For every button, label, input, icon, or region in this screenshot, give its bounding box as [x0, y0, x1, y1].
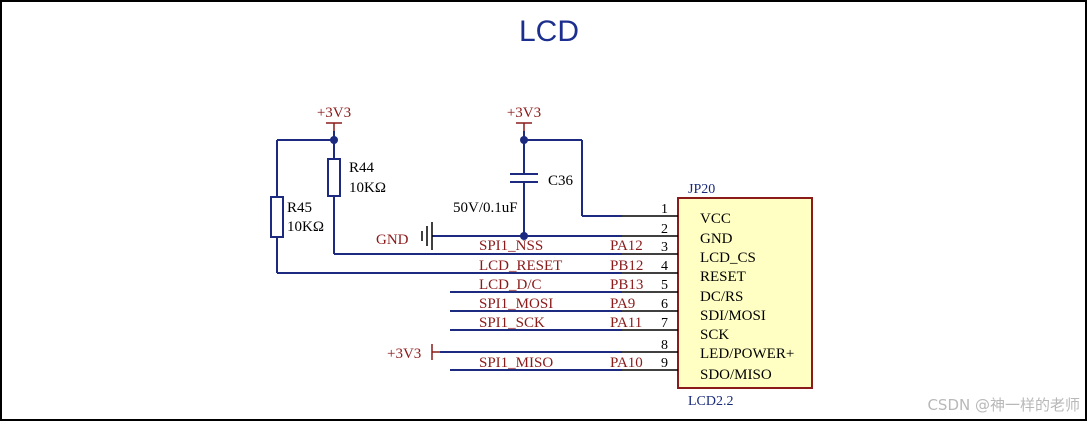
c36-value: 50V/0.1uF	[453, 200, 518, 216]
junction-gnd	[520, 232, 528, 240]
ground-symbol	[421, 222, 433, 250]
r44-value: 10KΩ	[349, 180, 386, 196]
connector-designator: JP20	[688, 182, 715, 197]
pin-name-4: RESET	[700, 269, 746, 285]
resistor-r44	[327, 158, 341, 197]
pin-name-6: SDI/MOSI	[700, 308, 766, 324]
pin-name-7: SCK	[700, 327, 729, 343]
watermark: CSDN @神一样的老师	[927, 396, 1080, 414]
port-label-pin6: PA9	[610, 296, 635, 312]
connector-pin-stubs	[622, 215, 678, 371]
pin-number-1: 1	[661, 202, 668, 217]
power-label-c36: +3V3	[507, 105, 541, 121]
port-label-pin9: PA10	[610, 355, 643, 371]
pin-name-1: VCC	[700, 211, 731, 227]
power-symbol-c36: +3V3	[507, 105, 541, 131]
port-label-pin5: PB13	[610, 277, 643, 293]
pin-number-2: 2	[661, 222, 668, 237]
net-label-pin6: SPI1_MOSI	[479, 296, 553, 312]
connector-jp20-body	[677, 197, 813, 389]
power-symbol-r44: +3V3	[317, 105, 351, 131]
pin-number-8: 8	[661, 338, 668, 353]
pin-number-7: 7	[661, 316, 668, 331]
r44-designator: R44	[349, 160, 375, 176]
pin-number-6: 6	[661, 297, 668, 312]
pin-number-5: 5	[661, 278, 668, 293]
sheet-title: LCD	[519, 15, 579, 48]
r45-value: 10KΩ	[287, 219, 324, 235]
junction-r44-top	[330, 136, 338, 144]
net-label-pin3: SPI1_NSS	[479, 238, 543, 254]
power-symbol-pin8	[431, 344, 440, 360]
power-label-r44: +3V3	[317, 105, 351, 121]
pin-number-3: 3	[661, 240, 668, 255]
pin-number-9: 9	[661, 356, 668, 371]
r45-designator: R45	[287, 200, 312, 216]
pin-number-4: 4	[661, 259, 668, 274]
pin-name-3: LCD_CS	[700, 250, 756, 266]
c36-designator: C36	[548, 173, 574, 189]
pin-name-5: DC/RS	[700, 289, 743, 305]
net-label-pin5: LCD_D/C	[479, 277, 542, 293]
connector-comment: LCD2.2	[688, 394, 734, 409]
gnd-label: GND	[376, 232, 409, 248]
pin-name-9: SDO/MISO	[700, 367, 772, 383]
power-label-pin8: +3V3	[387, 346, 421, 362]
pin-name-2: GND	[700, 231, 733, 247]
port-label-pin3: PA12	[610, 238, 643, 254]
net-label-pin9: SPI1_MISO	[479, 355, 553, 371]
resistor-r45	[270, 196, 284, 238]
net-label-pin4: LCD_RESET	[479, 258, 562, 274]
net-label-pin7: SPI1_SCK	[479, 315, 545, 331]
junction-c36-top	[520, 136, 528, 144]
port-label-pin4: PB12	[610, 258, 643, 274]
pin-name-8: LED/POWER+	[700, 346, 794, 362]
port-label-pin7: PA11	[610, 315, 642, 331]
